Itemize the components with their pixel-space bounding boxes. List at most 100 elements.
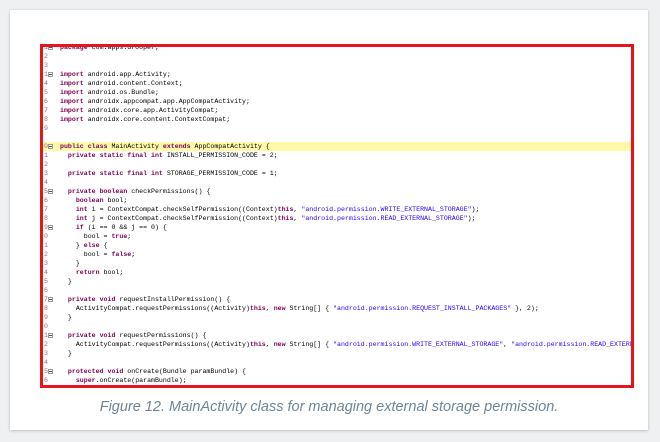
code-line: 2 <box>43 52 631 61</box>
code-token <box>60 386 76 388</box>
code-line: 8 int j = ContextCompat.checkSelfPermiss… <box>43 214 631 223</box>
code-line: 4 return bool; <box>43 268 631 277</box>
code-text: ActivityCompat.requestPermissions((Activ… <box>60 304 539 313</box>
line-number: 7 <box>44 107 48 114</box>
code-token: STORAGE_PERMISSION_CODE = 1; <box>162 170 278 177</box>
line-number: 0 <box>44 323 48 330</box>
line-number: 4 <box>44 80 48 87</box>
line-number: 0 <box>44 143 48 150</box>
code-line: 1 } else { <box>43 241 631 250</box>
code-token: AppCompatActivity { <box>190 143 270 150</box>
code-token: ; <box>127 233 132 240</box>
code-line: 9 if (i == 0 && j == 0) { <box>43 223 631 232</box>
code-token: String[] { <box>285 305 334 312</box>
code-text: import android.os.Bundle; <box>60 88 159 97</box>
line-number: 5 <box>44 368 48 375</box>
code-line: 8 ActivityCompat.requestPermissions((Act… <box>43 304 631 313</box>
line-number: 8 <box>44 116 48 123</box>
fold-toggle-icon[interactable] <box>48 72 53 77</box>
code-text: private boolean checkPermissions() { <box>60 187 210 196</box>
code-line: 7 import androidx.core.app.ActivityCompat… <box>43 106 631 115</box>
code-line: 3 } <box>43 349 631 358</box>
code-string: "android.permission.WRITE_EXTERNAL_STORA… <box>333 341 504 348</box>
line-number: 6 <box>44 197 48 204</box>
code-token <box>60 368 68 375</box>
line-number: 8 <box>44 305 48 312</box>
line-number: 5 <box>44 278 48 285</box>
fold-toggle-icon[interactable] <box>48 333 53 338</box>
code-text: package com.apps.drooper; <box>60 44 159 52</box>
line-number: 3 <box>44 170 48 177</box>
code-keyword: private boolean <box>67 188 128 195</box>
code-token: requestPermissions() { <box>115 332 207 339</box>
code-keyword: private void <box>67 332 116 339</box>
line-number: 4 <box>44 269 48 276</box>
code-line: 5 } <box>43 277 631 286</box>
code-line: 0 <box>43 322 631 331</box>
code-token: , <box>293 215 302 222</box>
fold-toggle-icon[interactable] <box>48 47 53 50</box>
line-number: 7 <box>44 206 48 213</box>
code-line: 7 int i = ContextCompat.checkSelfPermiss… <box>43 205 631 214</box>
fold-toggle-icon[interactable] <box>48 225 53 230</box>
code-keyword: import <box>60 98 84 105</box>
line-number: 3 <box>44 62 48 69</box>
code-token <box>60 332 68 339</box>
code-keyword: private void <box>67 296 116 303</box>
code-token <box>60 197 76 204</box>
fold-toggle-icon[interactable] <box>48 369 53 374</box>
code-keyword: this <box>277 206 294 213</box>
code-keyword: new <box>273 341 286 348</box>
code-keyword: this <box>249 305 266 312</box>
code-token: , <box>265 341 274 348</box>
code-line: 9 } <box>43 313 631 322</box>
code-line: 1 private void requestPermissions() { <box>43 331 631 340</box>
code-token: } <box>60 350 72 357</box>
code-text: private static final int STORAGE_PERMISS… <box>60 169 278 178</box>
code-token <box>60 377 76 384</box>
code-line: 3 private static final int STORAGE_PERMI… <box>43 169 631 178</box>
code-text: if (!checkPermissions()) <box>60 385 171 388</box>
code-keyword: public class <box>60 143 108 150</box>
line-number: 4 <box>44 179 48 186</box>
code-token: bool = <box>60 251 112 258</box>
code-keyword: return <box>75 269 100 276</box>
code-text: } else { <box>60 241 108 250</box>
code-text: super.onCreate(paramBundle); <box>60 376 187 385</box>
code-text: bool = false; <box>60 250 135 259</box>
code-line: 6 boolean bool; <box>43 196 631 205</box>
code-keyword: import <box>60 107 84 114</box>
figure-caption: Figure 12. MainActivity class for managi… <box>99 399 559 415</box>
code-token <box>60 215 76 222</box>
code-token <box>60 296 68 303</box>
code-line: 8 import androidx.core.content.ContextCom… <box>43 115 631 124</box>
code-token: androidx.core.app.ActivityCompat; <box>83 107 219 114</box>
code-token <box>60 188 68 195</box>
code-line: 2 <box>43 160 631 169</box>
code-text: import androidx.core.content.ContextComp… <box>60 115 230 124</box>
code-token: requestInstallPermission() { <box>115 296 231 303</box>
code-text: private static final int INSTALL_PERMISS… <box>60 151 278 160</box>
code-keyword: extends <box>162 143 191 150</box>
code-text: int i = ContextCompat.checkSelfPermissio… <box>60 205 480 214</box>
line-number: 6 <box>44 98 48 105</box>
code-text: return bool; <box>60 268 124 277</box>
fold-toggle-icon[interactable] <box>48 144 53 149</box>
line-number: 9 <box>44 314 48 321</box>
code-text: ActivityCompat.requestPermissions((Activ… <box>60 340 631 349</box>
fold-toggle-icon[interactable] <box>48 297 53 302</box>
code-token: ); <box>471 206 480 213</box>
line-number: 9 <box>44 125 48 132</box>
fold-toggle-icon[interactable] <box>48 189 53 194</box>
code-token: com.apps.drooper; <box>87 44 159 51</box>
code-text: import androidx.appcompat.app.AppCompatA… <box>60 97 250 106</box>
code-token: ActivityCompat.requestPermissions((Activ… <box>60 305 250 312</box>
code-keyword: int <box>75 206 88 213</box>
code-text: import androidx.core.app.ActivityCompat; <box>60 106 218 115</box>
code-string: "android.permission.REQUEST_INSTALL_PACK… <box>333 305 512 312</box>
